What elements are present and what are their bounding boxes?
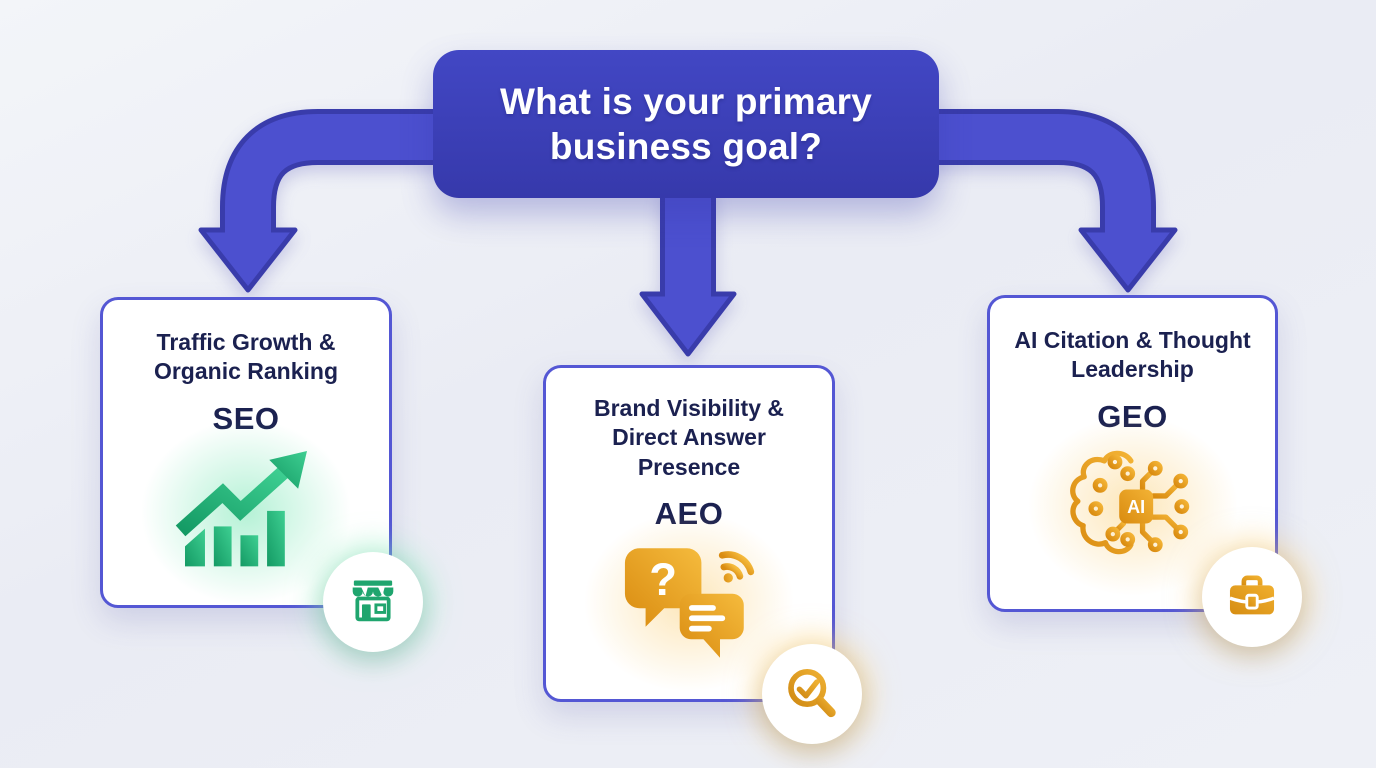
search-check-icon — [788, 668, 836, 718]
question-text: What is your primary business goal? — [499, 80, 873, 168]
ai-brain-icon: AI — [1069, 450, 1189, 555]
card-aeo-title: Brand Visibility & Direct Answer Presenc… — [593, 395, 784, 480]
question-box: What is your primary business goal? — [433, 50, 939, 198]
svg-text:AI: AI — [1127, 497, 1145, 517]
storefront-icon — [352, 580, 394, 622]
arrow-to-aeo-icon — [639, 185, 737, 357]
chat-bubbles-icon: ? — [624, 548, 755, 659]
card-seo-title: Traffic Growth & Organic Ranking — [153, 329, 339, 385]
search-check-badge — [762, 644, 862, 744]
signal-waves-icon — [718, 551, 755, 583]
card-geo-acronym: GEO — [1097, 398, 1168, 434]
briefcase-badge — [1202, 547, 1302, 647]
arrow-to-seo-icon — [198, 109, 455, 293]
arrow-to-geo-icon — [917, 109, 1178, 293]
storefront-badge — [323, 552, 423, 652]
briefcase-icon — [1229, 575, 1275, 615]
growth-chart-icon — [175, 450, 307, 567]
svg-text:?: ? — [649, 554, 677, 605]
card-aeo-acronym: AEO — [654, 496, 724, 532]
card-seo-acronym: SEO — [212, 400, 280, 436]
card-geo-title: AI Citation & Thought Leadership — [1014, 327, 1251, 383]
